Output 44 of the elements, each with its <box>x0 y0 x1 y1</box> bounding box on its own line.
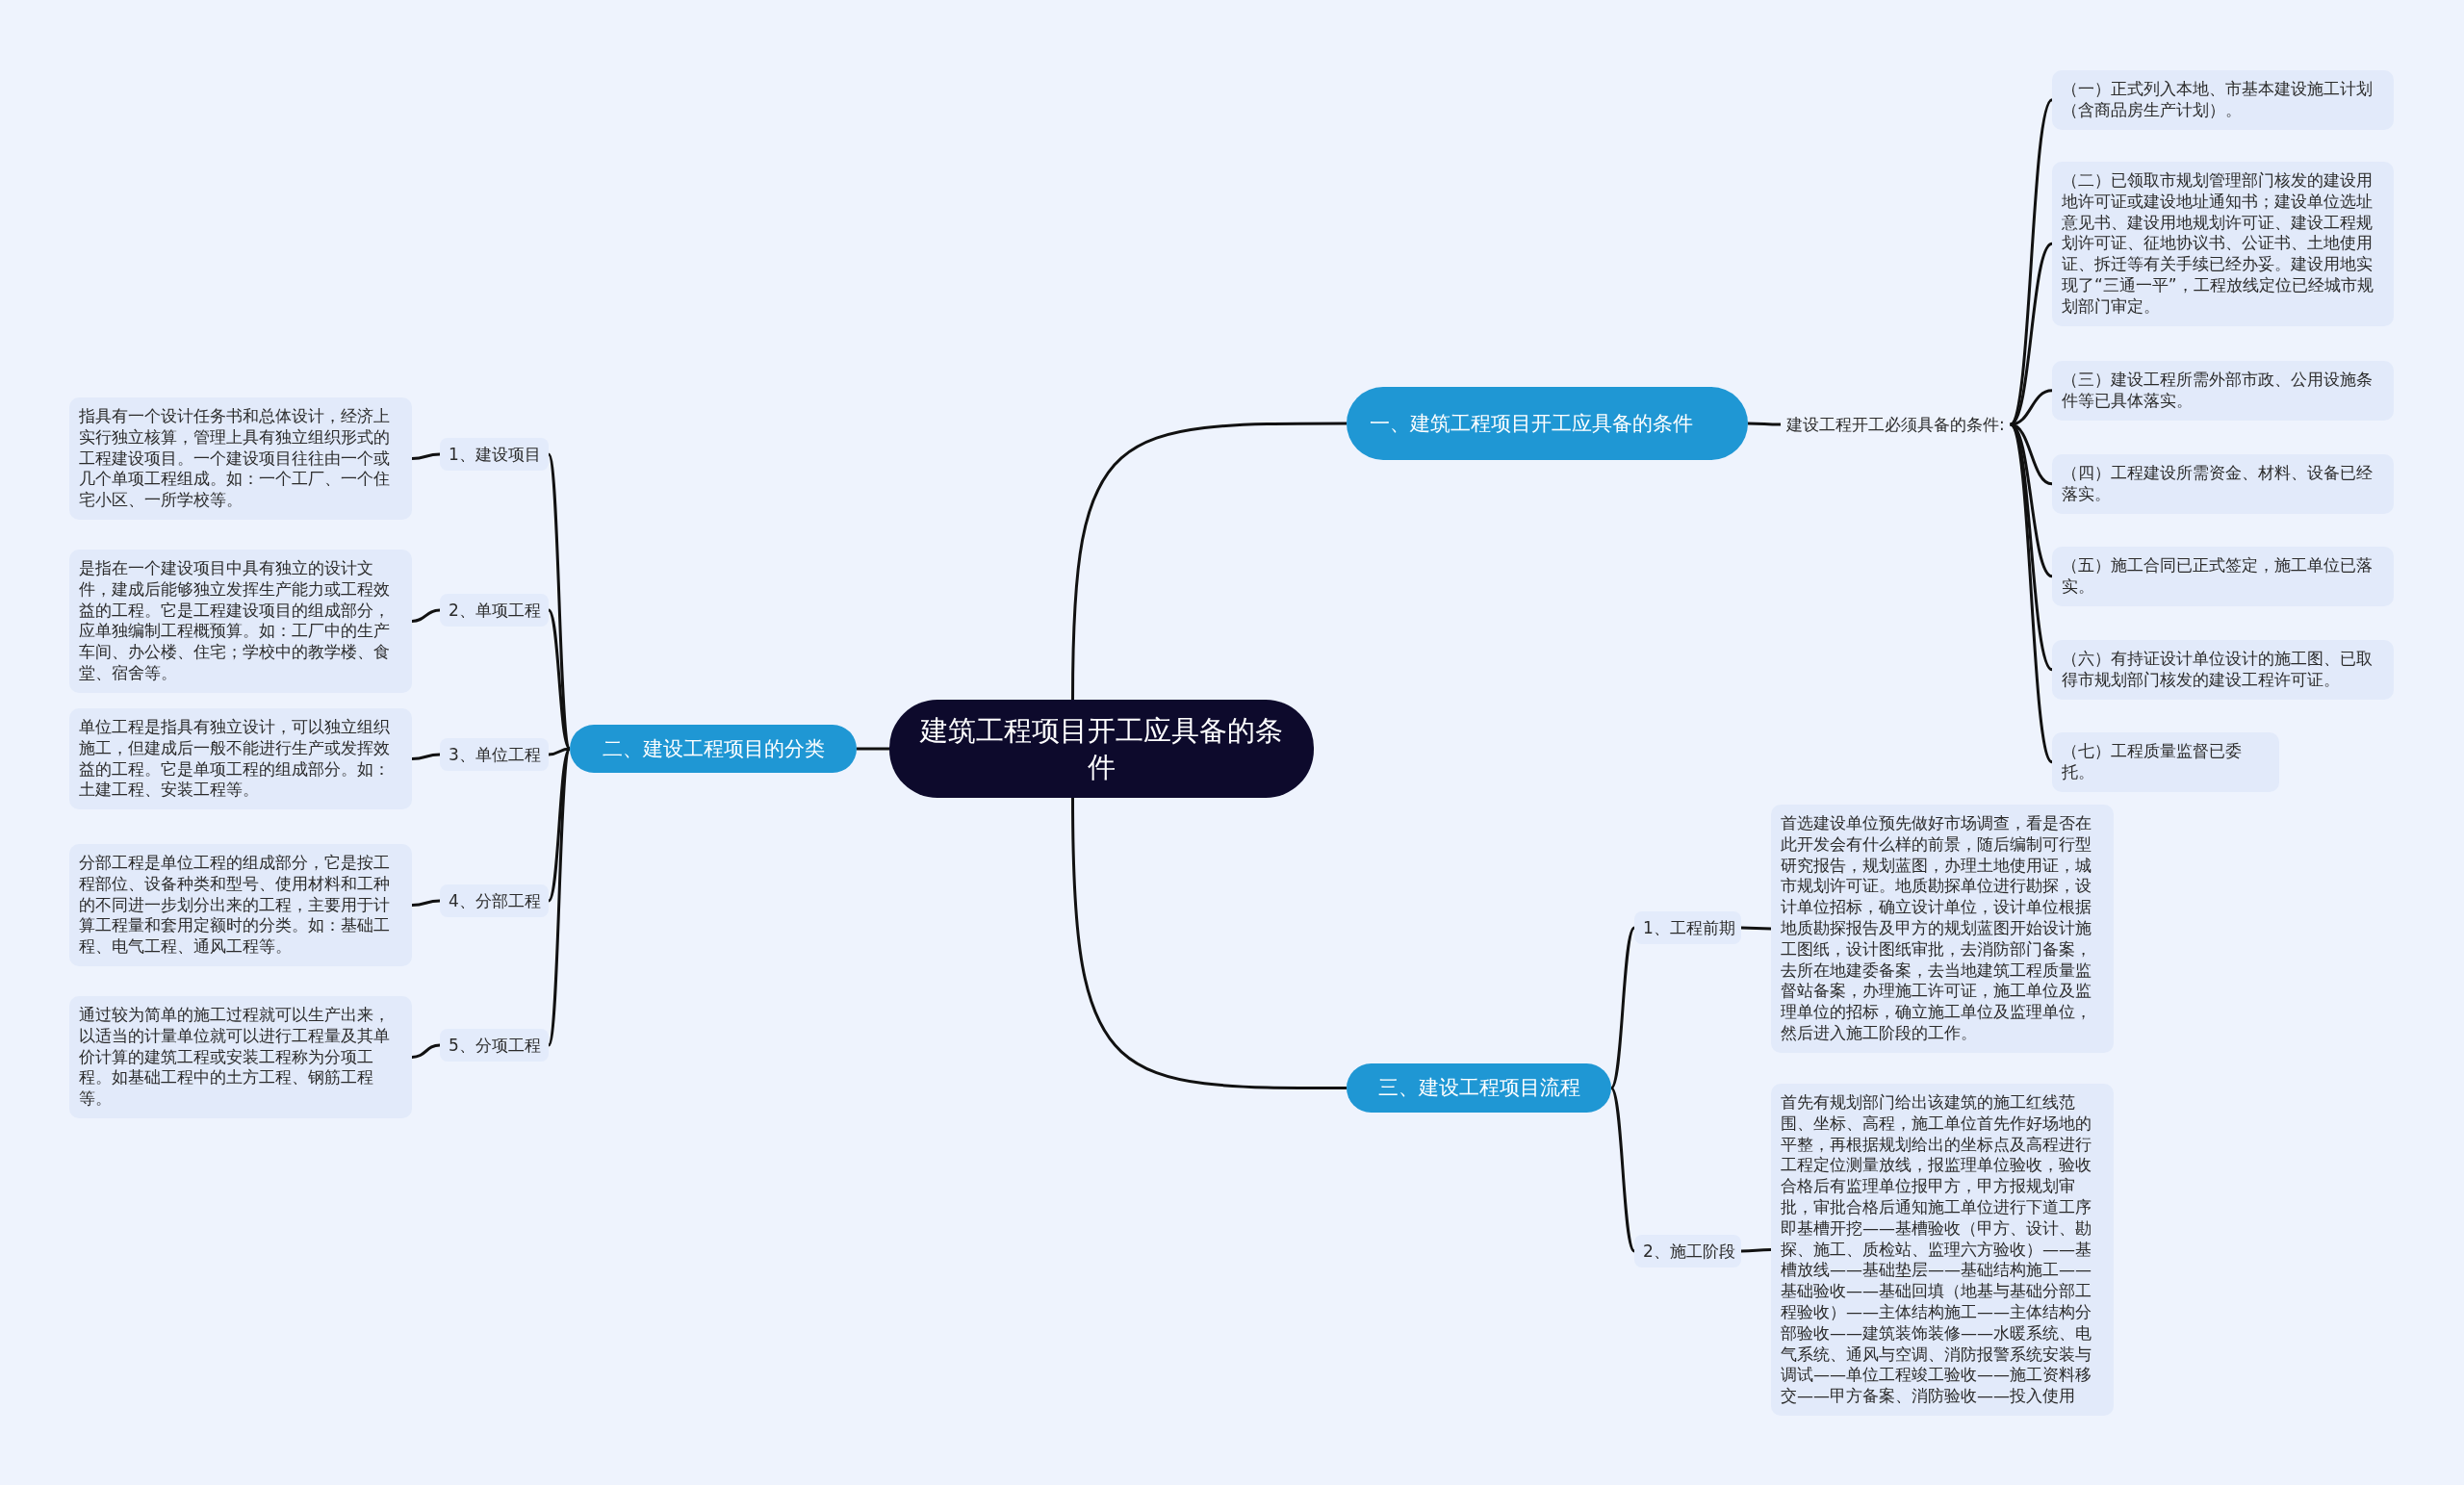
connector <box>1741 1248 1771 1253</box>
connector <box>857 747 889 751</box>
connector <box>411 608 441 623</box>
connector <box>2010 389 2053 426</box>
connector <box>1609 927 1636 1089</box>
item-label: 4、分部工程 <box>440 884 549 917</box>
item-label: 1、建设项目 <box>440 438 549 471</box>
connector <box>411 899 441 907</box>
connector <box>1741 926 1771 931</box>
condition-box: （三）建设工程所需外部市政、公用设施条件等已具体落实。 <box>2052 361 2394 421</box>
connector <box>2009 423 2054 763</box>
connector <box>1071 798 1347 1089</box>
connector <box>1609 1087 1636 1252</box>
connector <box>411 452 441 460</box>
connector <box>1071 422 1347 700</box>
condition-box: （五）施工合同已正式签定，施工单位已落实。 <box>2052 547 2394 606</box>
description-box: 指具有一个设计任务书和总体设计，经济上实行独立核算，管理上具有独立组织形式的工程建设项目。一个建设项目往往由一个或几个单项工程组成。如：一个工厂、一个住宅小区、一所学校等。 <box>69 397 412 520</box>
description-box: 是指在一个建设项目中具有独立的设计文件，建成后能够独立发挥生产能力或工程效益的工程。它是工程建设项目的组成部分，应单独编制工程概预算。如：工厂中的生产车间、办公楼、住宅；学校中的教学楼、食堂、宿舍等。 <box>69 550 412 693</box>
item-label: 3、单位工程 <box>440 738 549 771</box>
branch-topic: 三、建设工程项目流程 <box>1347 1063 1611 1113</box>
item-label: 1、工程前期 <box>1634 911 1741 944</box>
connector <box>411 753 441 761</box>
connector <box>411 1043 441 1059</box>
condition-box: （一）正式列入本地、市基本建设施工计划（含商品房生产计划）。 <box>2052 70 2394 130</box>
condition-box: （六）有持证设计单位设计的施工图、已取得市规划部门核发的建设工程许可证。 <box>2052 640 2394 700</box>
condition-box: （四）工程建设所需资金、材料、设备已经落实。 <box>2052 454 2394 514</box>
connector <box>547 609 572 750</box>
item-label: 5、分项工程 <box>440 1029 549 1062</box>
connector <box>2009 98 2054 425</box>
branch-label: 建设工程开工必须具备的条件: <box>1781 409 2011 440</box>
description-box: 分部工程是单位工程的组成部分，它是按工程部位、设备种类和型号、使用材料和工种的不同进一步划分出来的工程，主要用于计算工程量和套用定额时的分类。如：基础工程、电气工程、通风工程等。 <box>69 844 412 966</box>
description-box: 首先有规划部门给出该建筑的施工红线范围、坐标、高程，施工单位首先作好场地的平整，再根据规划给出的坐标点及高程进行工程定位测量放线，报监理单位验收，验收合格后有监理单位报甲方，甲方报规划审批，审批合格后通知施工单位进行下道工序即基槽开挖——基槽验收（甲方、设计、勘探、施工、质检站、监理六方验收）——基槽放线——基础垫层——基础结构施工——基础验收——基础回填（地基与基础分部工程验收）——主体结构施工——主体结构分部验收——建筑装饰装修——水暖系统、电气系统、通风与空调、消防报警系统安装与调试——单位工程竣工验收——施工资料移交——甲方备案、消防验收——投入使用 <box>1771 1084 2114 1416</box>
description-box: 通过较为简单的施工过程就可以生产出来，以适当的计量单位就可以进行工程量及其单价计算的建筑工程或安装工程称为分项工程。如基础工程中的土方工程、钢筋工程等。 <box>69 996 412 1118</box>
description-box: 首选建设单位预先做好市场调查，看是否在此开发会有什么样的前景，随后编制可行型研究报告，规划蓝图，办理土地使用证，城市规划许可证。地质勘探单位进行勘探，设计单位招标，确立设计单位，设计单位根据地质勘探报告及甲方的规划蓝图开始设计施工图纸，设计图纸审批，去消防部门备案，去所在地建委备案，去当地建筑工程质量监督站备案，办理施工许可证，施工单位及监理单位的招标，确立施工单位及监理单位，然后进入施工阶段的工作。 <box>1771 805 2114 1053</box>
item-label: 2、单项工程 <box>440 594 549 627</box>
description-box: 单位工程是指具有独立设计，可以独立组织施工，但建成后一般不能进行生产或发挥效益的工程。它是单项工程的组成部分。如：土建工程、安装工程等。 <box>69 708 412 810</box>
root-topic: 建筑工程项目开工应具备的条件 <box>889 700 1314 798</box>
item-label: 2、施工阶段 <box>1634 1235 1741 1267</box>
connector <box>1748 422 1781 426</box>
connector <box>548 747 571 756</box>
branch-topic: 二、建设工程项目的分类 <box>570 725 857 773</box>
branch-topic: 一、建筑工程项目开工应具备的条件 <box>1347 387 1748 460</box>
condition-box: （二）已领取市规划管理部门核发的建设用地许可证或建设地址通知书；建设单位选址意见书、建设用地规划许可证、建设工程规划许可证、征地协议书、公证书、土地使用证、拆迁等有关手续已经办妥。建设用地实现了“三通一平”，工程放线定位已经城市规划部门审定。 <box>2052 162 2394 326</box>
condition-box: （七）工程质量监督已委托。 <box>2052 732 2279 792</box>
